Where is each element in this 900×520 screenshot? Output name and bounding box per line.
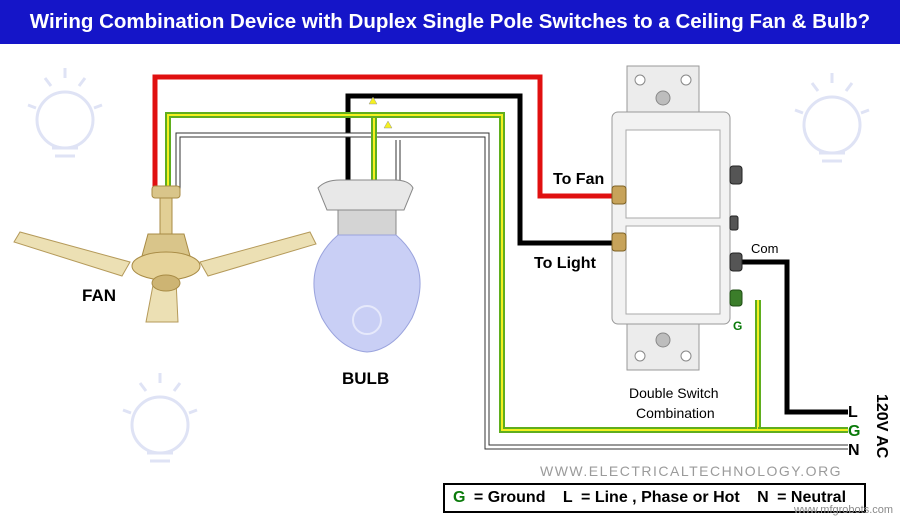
fan-label: FAN xyxy=(82,286,116,305)
arrow-icon xyxy=(368,96,393,129)
wire-neutral xyxy=(175,132,848,450)
terminal-g-label: G xyxy=(848,423,860,440)
to-light-label: To Light xyxy=(534,255,597,272)
website-text: WWW.ELECTRICALTECHNOLOGY.ORG xyxy=(540,463,843,479)
legend-g-text: = Ground xyxy=(473,489,546,506)
wire-line xyxy=(740,259,848,415)
legend-l-key: L xyxy=(562,489,573,506)
ceiling-fan xyxy=(13,185,317,323)
legend-n-text: = Neutral xyxy=(777,489,847,506)
bulb-label: BULB xyxy=(342,369,389,388)
supply-voltage-label: 120V AC xyxy=(873,394,890,459)
legend-n-key: N xyxy=(757,489,769,506)
ground-tag-label: G xyxy=(733,319,742,333)
double-switch xyxy=(611,65,743,371)
background-bulb-icon xyxy=(122,373,198,463)
wire-hot-to-light xyxy=(345,93,612,246)
com-label: Com xyxy=(751,241,778,256)
terminal-l-label: L xyxy=(848,404,858,421)
wire-hot-to-fan xyxy=(152,74,612,199)
light-bulb xyxy=(313,179,421,353)
switch-caption-line2: Combination xyxy=(636,405,715,421)
legend: G = Ground L = Line , Phase or Hot N = N… xyxy=(443,483,866,513)
background-bulb-icon xyxy=(27,68,103,158)
switch-caption-line1: Double Switch xyxy=(629,385,719,401)
wiring-diagram: FAN BULB To Fan To Light Com G Double Sw… xyxy=(13,65,890,463)
legend-l-text: = Line , Phase or Hot xyxy=(581,489,740,506)
terminal-n-label: N xyxy=(848,442,860,459)
legend-g-key: G xyxy=(453,489,466,506)
wire-ground xyxy=(165,112,848,433)
to-fan-label: To Fan xyxy=(553,171,604,188)
watermark: www.mfgrobots.com xyxy=(794,504,894,516)
diagram-title: Wiring Combination Device with Duplex Si… xyxy=(0,0,900,44)
background-bulb-icon xyxy=(794,73,870,163)
